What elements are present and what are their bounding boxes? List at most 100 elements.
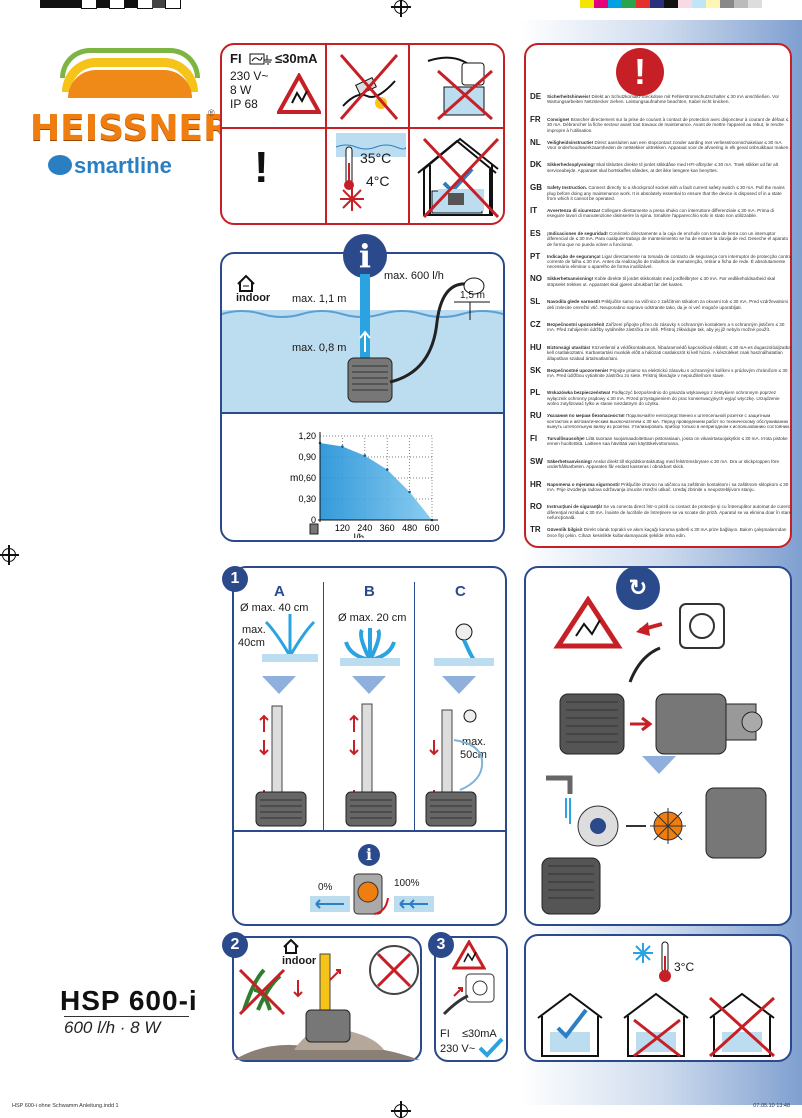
x-tick-label: 120 xyxy=(335,523,350,533)
warning-language-code: PL xyxy=(530,388,541,398)
warning-text: Pripojte priamo na elektrickú zásuvku s … xyxy=(547,367,788,378)
warning-language-code: HU xyxy=(530,342,542,352)
warning-lead: Sicherheitshinweis! xyxy=(547,94,591,99)
step2-indoor-label: indoor xyxy=(282,955,317,967)
warning-lead: Bezpečnostné upozornenie! xyxy=(547,367,609,373)
subbrand-name: smartline xyxy=(74,153,172,178)
warning-row: PL Wskazówka bezpieczeństwa! Podłączyć be… xyxy=(530,388,792,407)
warning-text: Подключайте непосредственно к штепсельно… xyxy=(547,413,791,429)
x-tick-label: 600 xyxy=(424,523,439,533)
registration-mark-top xyxy=(391,0,411,17)
flow-regulator-icon xyxy=(310,873,434,915)
warning-lead: Napomena o mjerama sigurnosti! xyxy=(547,481,620,487)
warning-language-code: DE xyxy=(530,92,542,101)
warning-lead: Navodila glede varnosti! xyxy=(547,299,601,305)
warning-lead: Instrucţiuni de siguranţă! xyxy=(547,504,603,510)
warning-row: HU Biztonsági utasítás! Közvetlenül a véd… xyxy=(530,342,792,361)
y-tick-label: 0 xyxy=(311,515,316,525)
warning-language-code: GB xyxy=(530,183,542,193)
warning-language-code: FR xyxy=(530,114,541,124)
warning-language-code: SK xyxy=(530,365,542,375)
step3-badge: 3 xyxy=(428,932,454,958)
y-tick-label: 0,30 xyxy=(298,494,316,504)
step3-check-icon xyxy=(478,1037,504,1058)
x-tick-label: 240 xyxy=(357,523,372,533)
max-depth-label: max. 0,8 m xyxy=(292,342,347,354)
warning-lead: Turvallisuusohje! xyxy=(547,436,585,441)
step2-indoor-icon xyxy=(283,938,299,954)
warning-text: Conéctelo directamente a la caja de ench… xyxy=(547,230,789,247)
footer-timestamp: 07.05.10 13:48 xyxy=(753,1103,790,1109)
down-arrow-b-icon xyxy=(352,676,386,694)
registered-mark: ® xyxy=(208,108,215,118)
hazard-triangle-icon xyxy=(277,73,321,114)
maintenance-rinse-icon xyxy=(541,775,767,915)
data-point xyxy=(363,454,367,457)
y-tick-label: 0,60 xyxy=(298,473,316,483)
warnings-panel xyxy=(524,43,792,548)
brand-name: HEISSNER xyxy=(30,108,231,149)
warning-language-code: RO xyxy=(530,502,542,512)
cable-length-label: 1,5 m xyxy=(460,290,486,301)
warning-language-code: TR xyxy=(530,525,541,535)
pump-assembly-a-icon xyxy=(255,705,307,827)
column-a-label: A xyxy=(274,583,285,600)
warning-text: Podłączyć bezpośrednio do gniazda wtykow… xyxy=(547,390,780,407)
warning-text: Liitä suoraan suojamaadoitettuun pistora… xyxy=(547,436,788,447)
maintenance-badge-icon: ↻ xyxy=(616,566,660,610)
column-b-label: B xyxy=(364,583,375,600)
warning-language-code: FI xyxy=(530,434,538,443)
warning-text: Direct aansluiten aan een stopcontact zo… xyxy=(547,139,790,150)
y-tick-label: 0,90 xyxy=(298,452,316,462)
down-arrow-a-icon xyxy=(262,676,296,694)
maintenance-unplug-icon xyxy=(553,596,725,683)
performance-area xyxy=(320,443,432,520)
warning-lead: Avvertenza di sicurezza! xyxy=(547,208,601,213)
warning-text: Koble direkte til jordet stikkontakt med… xyxy=(547,276,776,287)
warning-text: Priključite izravno na utičnicu sa zašti… xyxy=(547,481,789,492)
step1-badge: 1 xyxy=(222,566,248,592)
warning-row: FI Turvallisuusohje! Liitä suoraan suojam… xyxy=(530,434,792,447)
flow-min-label: 0% xyxy=(318,882,333,893)
temp-min: 4°C xyxy=(366,173,390,189)
warning-lead: Wskazówka bezpieczeństwa! xyxy=(547,390,611,396)
warning-language-code: SL xyxy=(530,297,541,307)
indoor-icon xyxy=(237,274,255,292)
warning-lead: Bezpečnostní upozornění! xyxy=(547,322,605,327)
warning-lead: Указания по мерам безопасности! xyxy=(547,413,625,419)
warning-text: Connect directly to a shockproof socket … xyxy=(547,185,785,201)
c-height-label-1: max. xyxy=(462,736,486,748)
warning-lead: Consigne! xyxy=(547,116,570,122)
winter-temp-label: 3°C xyxy=(674,960,695,974)
warning-language-code: SW xyxy=(530,456,543,466)
warning-row: HR Napomena o mjerama sigurnosti! Priklju… xyxy=(530,479,792,493)
a-height-label-2: 40cm xyxy=(238,637,265,649)
warning-row: ES¡Indicaciones de seguridad! Conéctelo … xyxy=(530,229,792,247)
warning-lead: Safety Instruction. xyxy=(547,185,588,191)
no-dry-run-plug-icon xyxy=(427,56,493,121)
no-outdoor-pond-icon xyxy=(422,137,500,219)
max-flow-label: max. 600 l/h xyxy=(384,270,444,282)
warning-text: Collegare direttamente a presa shuko con… xyxy=(547,208,774,219)
warning-lead: Sikkerhedsoplysning! xyxy=(547,162,595,168)
warning-lead: Säkerhetsanvisning! xyxy=(547,458,592,464)
warning-lead: ¡Indicaciones de seguridad! xyxy=(547,230,608,236)
flow-max-label: 100% xyxy=(394,878,420,889)
fountain-b-icon xyxy=(340,628,400,666)
warning-text: Közvetlenül a védőkontaktusos, hibaáramv… xyxy=(547,344,791,361)
max-height-label: max. 1,1 m xyxy=(292,293,347,305)
a-height-label-1: max. xyxy=(242,624,266,636)
warning-lead: Veiligheidsinstructie! xyxy=(547,139,594,145)
performance-chart: 00,300,600,901,20120240360480600ml/h xyxy=(290,431,440,538)
no-cutting-cable-icon xyxy=(339,54,399,120)
warning-lead: Indicação de segurança! xyxy=(547,253,601,259)
fi-label: FI xyxy=(230,51,242,66)
voltage-label: 230 V~ xyxy=(230,69,269,83)
warning-language-code: HR xyxy=(530,479,542,489)
warning-lead: Biztonsági utasítás! xyxy=(547,344,591,350)
